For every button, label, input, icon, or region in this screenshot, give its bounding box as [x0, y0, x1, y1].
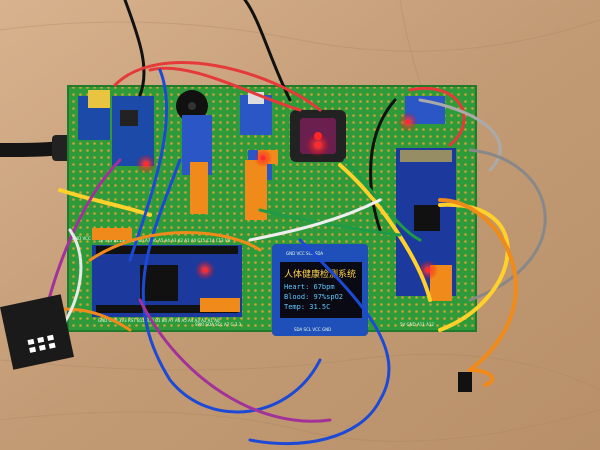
oled-blood-oxygen: Blood: 97%spO2: [284, 293, 343, 301]
oled-heart-rate: Heart: 67bpm: [284, 283, 335, 291]
mcu-header-bottom-label: GND GND 3V3 RST B11 B10 B1 B0 A7 A6 A5 A…: [98, 318, 220, 323]
pcb-bottom-row-label: SPIO SDA SCL A7 G 3.3: [195, 322, 242, 327]
oled-module: GND VCC SCL SDA 人体健康检测系统 Heart: 67bpm Bl…: [272, 244, 368, 336]
oled-temperature: Temp: 31.5C: [284, 303, 330, 311]
pcb-right-col-label: 5V GND A11 A12: [400, 322, 434, 327]
pcb-left-row-label: GND VCC SCL SDA: [72, 236, 109, 241]
left-sensor-module: [0, 294, 74, 370]
oled-bottom-label: SDA SCL VCC GND: [294, 327, 331, 332]
jumper-wires: [28, 0, 547, 446]
oled-title: 人体健康检测系统: [284, 268, 356, 280]
oled-pin-label: GND VCC SCL SDA: [286, 251, 323, 256]
mcu-header-top-label: 5V 3V3 B11 B10 B1 B0 A7 A6 A5 A4 A3 A2 A…: [98, 238, 231, 243]
